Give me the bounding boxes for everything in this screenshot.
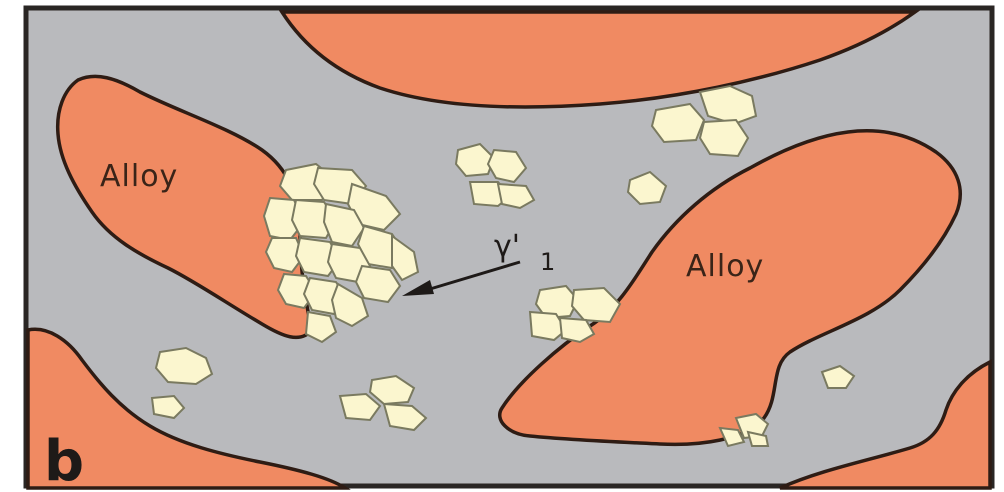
phase-label-subscript: 1 xyxy=(540,248,555,276)
panel-letter: b xyxy=(44,429,84,492)
grain xyxy=(652,104,704,142)
grain xyxy=(700,120,748,156)
alloy-label-left: Alloy xyxy=(100,159,178,194)
alloy-label-right: Alloy xyxy=(686,249,764,284)
phase-label: γ' xyxy=(494,229,520,264)
